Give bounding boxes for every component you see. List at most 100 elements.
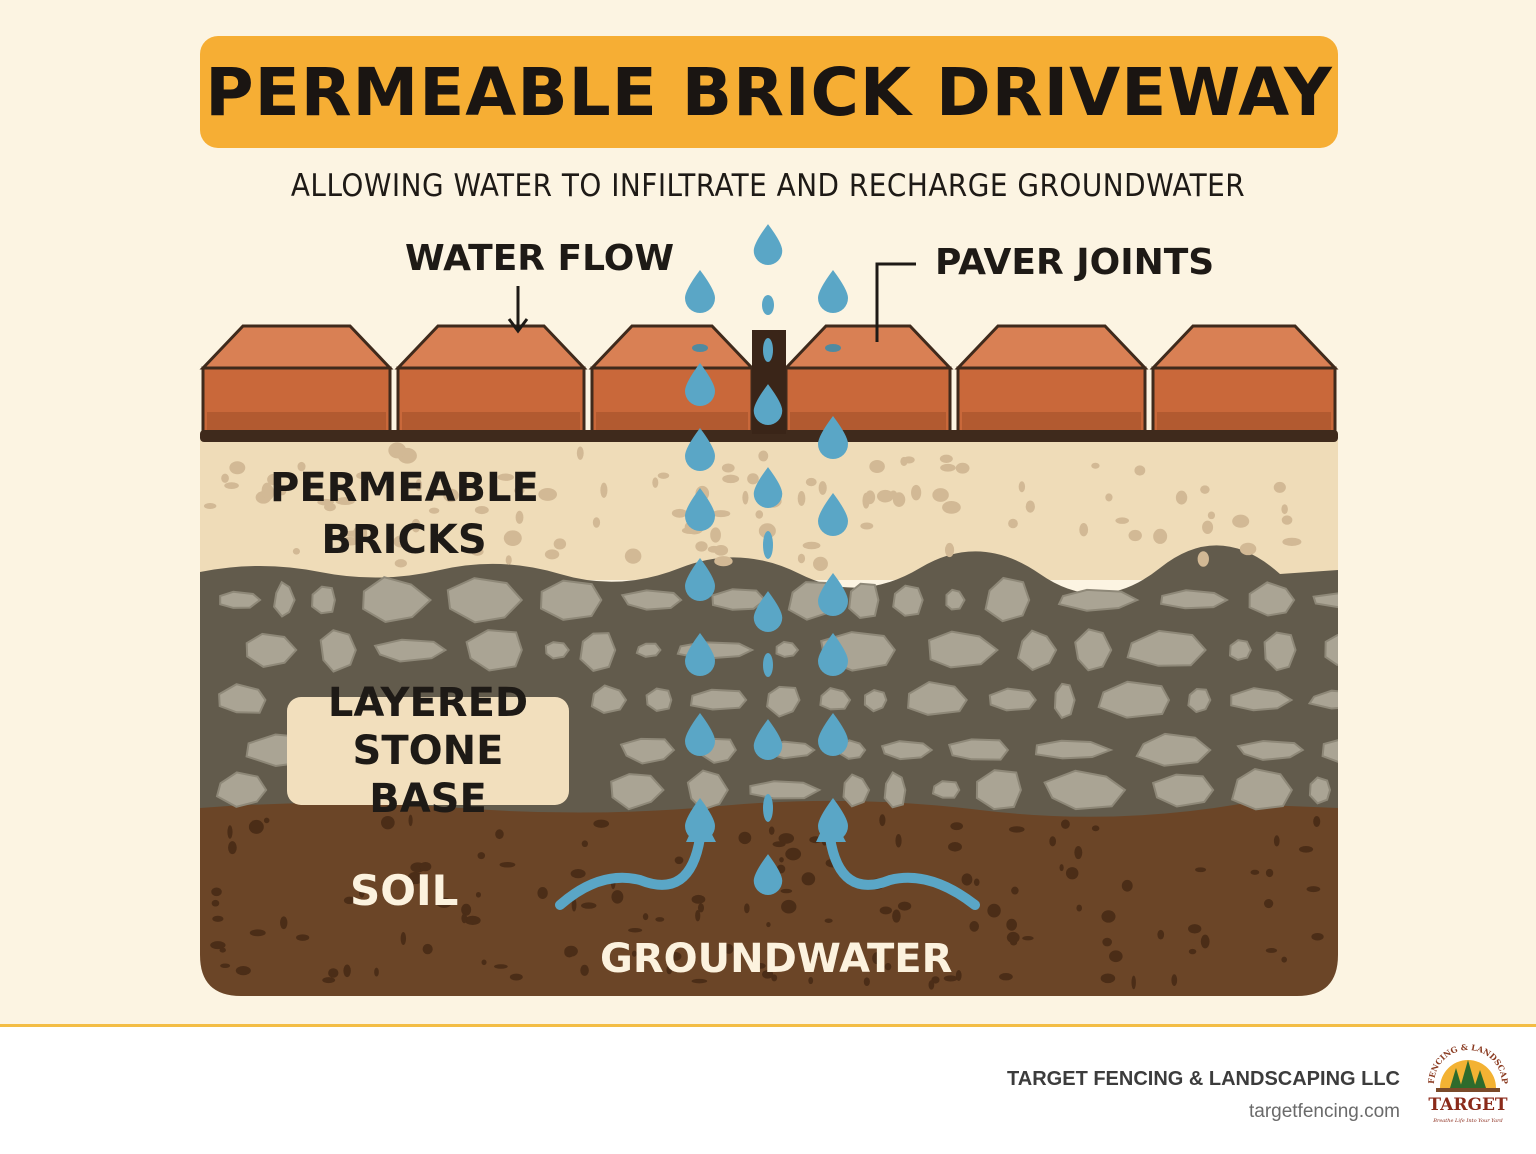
- soil-particle: [785, 847, 802, 861]
- sand-grain: [388, 442, 407, 459]
- stone: [245, 632, 298, 668]
- label-permeable-bricks: PERMEABLE BRICKS: [270, 465, 539, 563]
- soil-particle: [863, 977, 870, 986]
- company-logo: FENCING & LANDSCAPING TARGET Breathe Lif…: [1420, 1038, 1510, 1124]
- sand-grain: [714, 556, 733, 567]
- sand-grain: [470, 547, 484, 556]
- soil-particle: [1121, 879, 1133, 892]
- soil-particle: [1008, 826, 1025, 833]
- stone: [1228, 639, 1252, 661]
- water-drop: [753, 467, 783, 508]
- sand-grain: [1018, 481, 1026, 493]
- soil-particle: [642, 913, 649, 921]
- soil-particle: [771, 974, 778, 982]
- soil-particle: [1065, 867, 1079, 880]
- soil-particle: [436, 897, 452, 908]
- soil-particle: [1200, 934, 1210, 949]
- cross-section-diagram: [199, 224, 1339, 996]
- sand-grain: [1232, 514, 1250, 528]
- water-drop: [685, 713, 715, 756]
- soil-layer: [200, 800, 1338, 996]
- soil-particle: [1102, 937, 1112, 947]
- title-banner: PERMEABLE BRICK DRIVEWAY: [200, 36, 1338, 148]
- stone: [1230, 767, 1293, 811]
- stone: [1074, 628, 1113, 672]
- stone: [1321, 736, 1338, 768]
- soil-particle: [943, 975, 958, 982]
- sand-grain: [1091, 462, 1100, 469]
- soil-particle: [593, 819, 610, 828]
- stone: [362, 576, 433, 623]
- stone: [945, 588, 966, 611]
- water-drop: [818, 416, 848, 459]
- soil-particle: [897, 901, 912, 911]
- company-website[interactable]: targetfencing.com: [1248, 1101, 1400, 1122]
- sand-grain: [939, 454, 953, 463]
- stone: [842, 773, 871, 808]
- soil-particle: [580, 964, 589, 976]
- soil-particle: [801, 872, 816, 886]
- soil-particle: [422, 943, 433, 955]
- soil-particle: [211, 887, 222, 897]
- sand-grain: [797, 490, 806, 506]
- soil-particle: [1273, 835, 1280, 847]
- soil-particle: [611, 890, 624, 904]
- sand-grain: [1175, 490, 1188, 505]
- soil-particle: [695, 909, 701, 922]
- sand-grain: [1025, 500, 1035, 513]
- stone: [579, 632, 617, 673]
- soil-particle: [1022, 935, 1034, 941]
- soil-particle: [581, 902, 597, 909]
- groundwater-arrow-right: [825, 833, 980, 910]
- sand-grain: [1239, 542, 1257, 556]
- footer: [0, 1027, 1536, 1154]
- water-puddle: [825, 344, 841, 352]
- sand-grain: [818, 481, 827, 495]
- stone: [311, 585, 336, 615]
- water-drop: [685, 270, 715, 313]
- sand-grain: [261, 482, 273, 499]
- sand-grain: [553, 538, 567, 550]
- sand-grain: [955, 462, 970, 474]
- water-drop-small: [763, 653, 773, 677]
- sand-grain: [1282, 537, 1302, 546]
- sand-grain: [393, 535, 408, 548]
- sand-grain: [652, 477, 659, 488]
- soil-particle: [1059, 864, 1064, 872]
- water-drop: [753, 719, 783, 760]
- sand-grain: [335, 497, 355, 506]
- stone: [219, 590, 262, 609]
- soil-particle: [296, 934, 310, 941]
- soil-particle: [280, 916, 288, 930]
- stone: [928, 630, 999, 669]
- sand-grain: [514, 486, 525, 495]
- sand-grain: [332, 482, 340, 493]
- sand-grain: [474, 505, 489, 515]
- stone: [892, 584, 924, 617]
- soil-particle: [219, 947, 226, 953]
- sand-grain: [229, 461, 246, 475]
- stone: [620, 589, 683, 611]
- soil-particle: [1049, 836, 1057, 847]
- sand-grain: [600, 482, 608, 498]
- soil-particle: [407, 871, 424, 885]
- water-puddle: [692, 344, 708, 352]
- soil-particle: [697, 903, 705, 913]
- soil-particle: [969, 921, 979, 932]
- soil-particle: [249, 929, 266, 937]
- soil-particle: [212, 915, 224, 922]
- stone: [590, 684, 628, 714]
- soil-particle: [1171, 974, 1178, 986]
- water-drop: [685, 633, 715, 676]
- soil-particle: [669, 951, 682, 961]
- sand-grain: [758, 450, 769, 462]
- sand-grain: [742, 490, 749, 505]
- sand-grain: [758, 523, 776, 539]
- stone: [711, 588, 767, 611]
- soil-particle: [358, 887, 365, 898]
- soil-particle: [1188, 924, 1202, 934]
- company-name: TARGET FENCING & LANDSCAPING LLC: [1007, 1068, 1400, 1090]
- footer-divider: [0, 1024, 1536, 1027]
- sand-grain: [695, 541, 708, 552]
- label-soil: SOIL: [350, 866, 459, 915]
